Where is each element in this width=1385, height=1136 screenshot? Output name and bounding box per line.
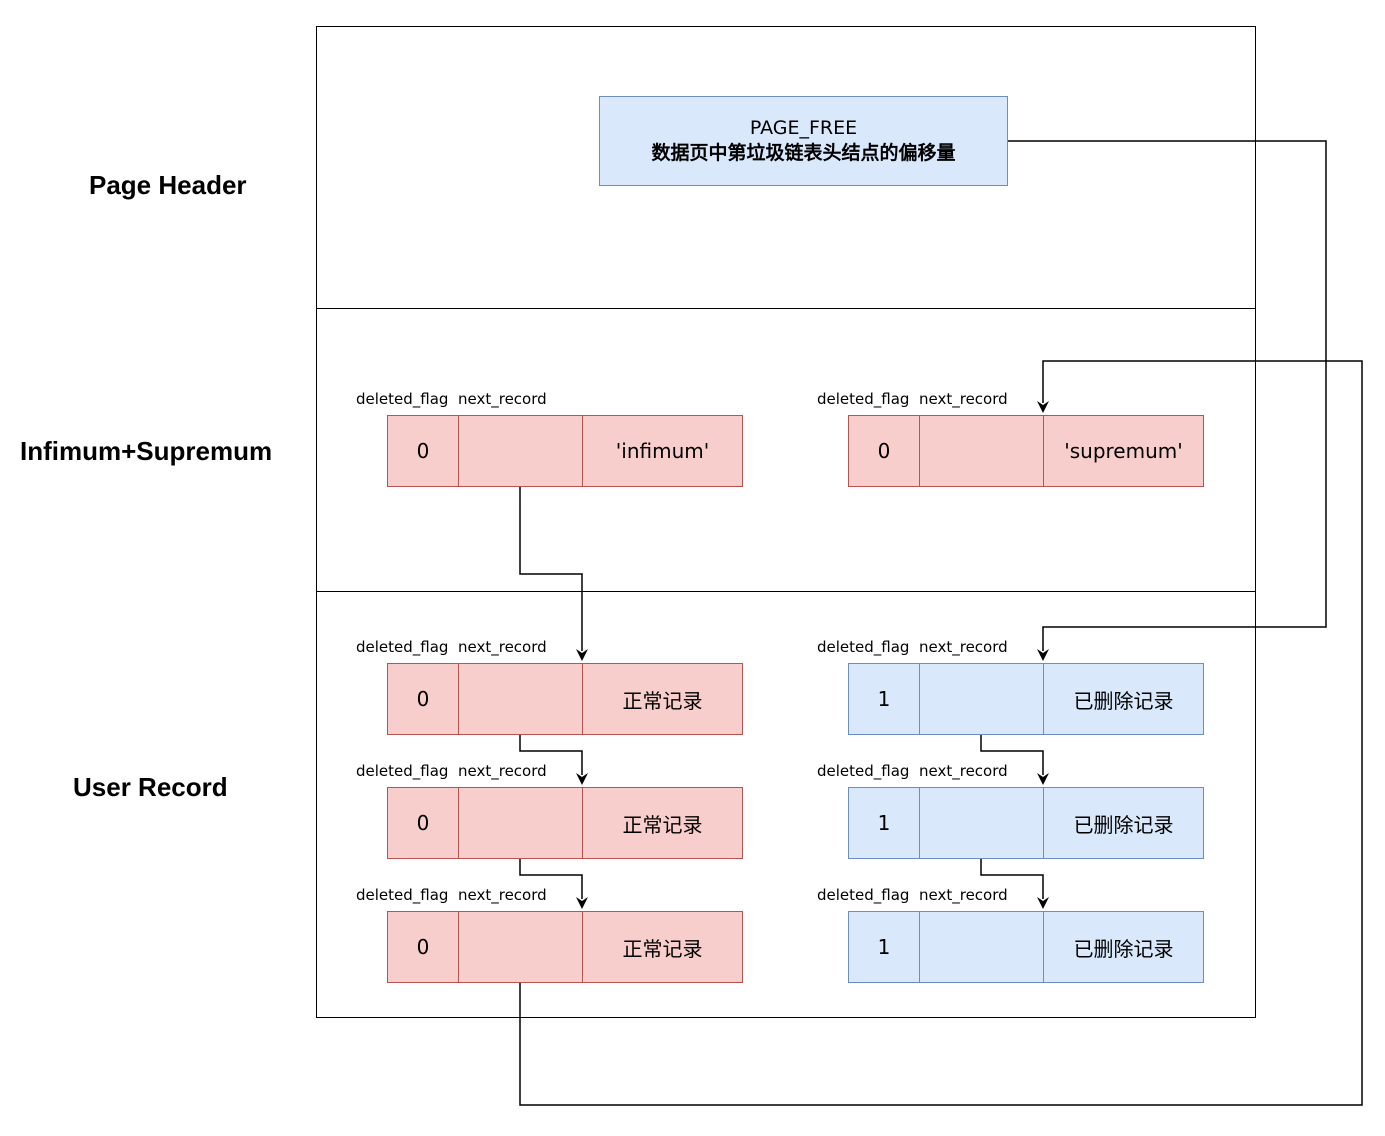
next-record-label: next_record (919, 638, 1008, 656)
next-record-cell (919, 416, 1043, 486)
header-divider (316, 308, 1256, 309)
next-record-cell (458, 416, 582, 486)
section-label-user-record: User Record (73, 772, 228, 802)
deleted-flag-cell: 0 (416, 935, 430, 959)
next-record-cell (458, 664, 582, 734)
deleted-flag-label: deleted_flag (817, 886, 910, 904)
deleted-flag-cell: 1 (877, 935, 891, 959)
page-free-box: PAGE_FREE 数据页中第垃圾链表头结点的偏移量 (599, 96, 1008, 186)
content-cell: 已删除记录 (1043, 664, 1203, 734)
field-labels-normal-2: deleted_flag next_record (356, 762, 547, 780)
next-record-label: next_record (458, 886, 547, 904)
infimum-record: 0 'infimum' (387, 415, 743, 487)
deleted-flag-label: deleted_flag (817, 638, 910, 656)
field-labels-normal-1: deleted_flag next_record (356, 638, 547, 656)
next-record-cell (919, 912, 1043, 982)
next-record-label: next_record (458, 638, 547, 656)
normal-record-1: 0 正常记录 (387, 663, 743, 735)
content-cell: 已删除记录 (1043, 912, 1203, 982)
next-record-label: next_record (458, 390, 547, 408)
section-label-infimum-supremum: Infimum+Supremum (20, 436, 273, 466)
section-label-page-header: Page Header (89, 170, 247, 200)
deleted-flag-cell: 0 (416, 439, 430, 463)
page-free-description: 数据页中第垃圾链表头结点的偏移量 (651, 142, 956, 164)
deleted-record-3: 1 已删除记录 (848, 911, 1204, 983)
deleted-flag-cell: 0 (416, 687, 430, 711)
deleted-record-2: 1 已删除记录 (848, 787, 1204, 859)
field-labels-deleted-1: deleted_flag next_record (817, 638, 1008, 656)
next-record-label: next_record (458, 762, 547, 780)
next-record-cell (919, 664, 1043, 734)
deleted-flag-cell: 1 (877, 687, 891, 711)
next-record-label: next_record (919, 762, 1008, 780)
next-record-cell (458, 788, 582, 858)
next-record-label: next_record (919, 390, 1008, 408)
deleted-flag-cell: 1 (877, 811, 891, 835)
content-cell: 正常记录 (582, 788, 742, 858)
content-cell: 正常记录 (582, 664, 742, 734)
next-record-cell (919, 788, 1043, 858)
field-labels-deleted-3: deleted_flag next_record (817, 886, 1008, 904)
normal-record-2: 0 正常记录 (387, 787, 743, 859)
next-record-cell (458, 912, 582, 982)
deleted-record-1: 1 已删除记录 (848, 663, 1204, 735)
deleted-flag-label: deleted_flag (356, 762, 449, 780)
deleted-flag-label: deleted_flag (356, 638, 449, 656)
next-record-label: next_record (919, 886, 1008, 904)
deleted-flag-label: deleted_flag (356, 390, 449, 408)
content-cell: 已删除记录 (1043, 788, 1203, 858)
deleted-flag-cell: 0 (877, 439, 891, 463)
field-labels-deleted-2: deleted_flag next_record (817, 762, 1008, 780)
supremum-record: 0 'supremum' (848, 415, 1204, 487)
deleted-flag-label: deleted_flag (817, 390, 910, 408)
field-labels-normal-3: deleted_flag next_record (356, 886, 547, 904)
infimum-divider (316, 591, 1256, 592)
content-cell: 正常记录 (582, 912, 742, 982)
field-labels-supremum: deleted_flag next_record (817, 390, 1008, 408)
content-cell: 'infimum' (582, 416, 742, 486)
deleted-flag-label: deleted_flag (356, 886, 449, 904)
field-labels-infimum: deleted_flag next_record (356, 390, 547, 408)
deleted-flag-label: deleted_flag (817, 762, 910, 780)
normal-record-3: 0 正常记录 (387, 911, 743, 983)
deleted-flag-cell: 0 (416, 811, 430, 835)
page-free-title: PAGE_FREE (749, 117, 858, 139)
content-cell: 'supremum' (1043, 416, 1203, 486)
